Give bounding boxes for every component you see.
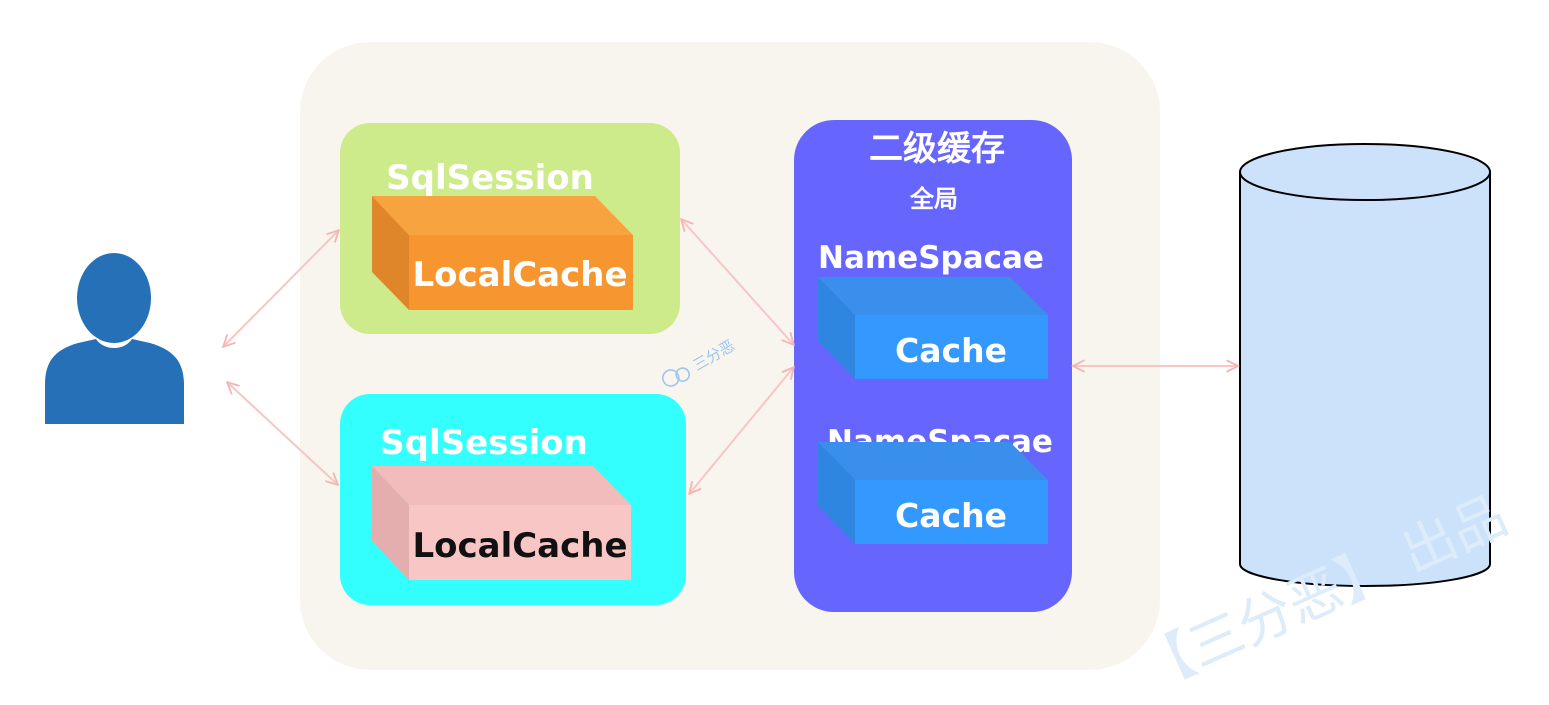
namespace-cache-block-1: Cache [818, 277, 1048, 379]
namespace-label-1: NameSpacae [818, 240, 1044, 276]
local-cache-label-2: LocalCache [412, 526, 627, 566]
connector-arrows [224, 220, 1237, 493]
namespace-cache-label-1: Cache [895, 331, 1007, 370]
namespace-cache-block-2: Cache [818, 442, 1048, 544]
chat-icon [662, 369, 680, 387]
database-cylinder [1239, 143, 1491, 587]
sql-session-1-title: SqlSession [386, 158, 594, 198]
sql-session-1: SqlSession LocalCache [340, 123, 680, 334]
user-icon [45, 253, 184, 424]
sql-session-2: SqlSession LocalCache [340, 394, 686, 605]
arrow-session1-second-level [682, 220, 793, 344]
second-level-subtitle: 全局 [909, 185, 958, 213]
second-level-cache: 二级缓存 全局 NameSpacae Cache NameSpacae Cach… [794, 120, 1072, 612]
local-cache-block-1: LocalCache [372, 196, 633, 310]
second-level-title: 二级缓存 [869, 129, 1005, 169]
arrow-session2-second-level [690, 368, 793, 493]
namespace-cache-label-2: Cache [895, 496, 1007, 535]
arrow-user-session2 [228, 383, 337, 484]
local-cache-block-2: LocalCache [372, 466, 631, 580]
local-cache-label-1: LocalCache [412, 255, 627, 295]
sql-session-2-title: SqlSession [380, 423, 588, 463]
arrow-user-session1 [224, 231, 338, 346]
